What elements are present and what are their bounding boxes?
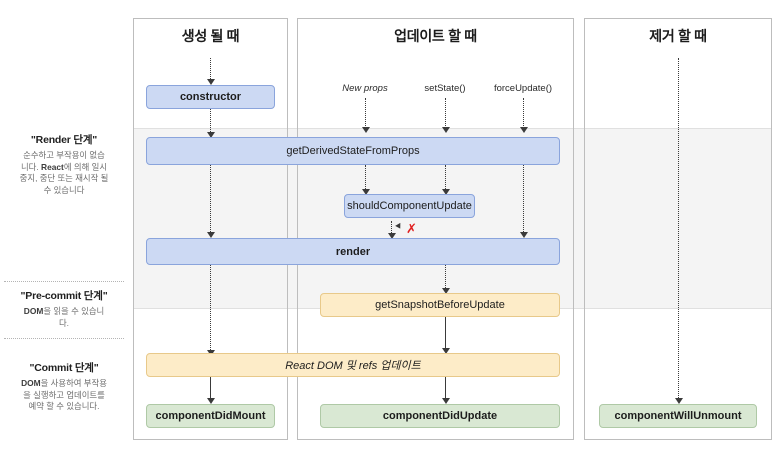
legend-divider-bottom (4, 338, 124, 339)
arrowhead-gdsfp-to-scu (361, 189, 370, 195)
connector-scu-to-render (391, 221, 392, 237)
connector-constructor-to-gdsfp (210, 109, 211, 134)
node-render[interactable]: render (146, 238, 560, 265)
node-should-component-update[interactable]: shouldComponentUpdate (344, 194, 475, 218)
node-constructor[interactable]: constructor (146, 85, 275, 109)
arrowhead-gdsfp-to-render (519, 232, 528, 238)
connector-force-update (523, 98, 524, 128)
node-component-will-unmount[interactable]: componentWillUnmount (599, 404, 757, 428)
arrowhead-commit-to-did-mount (206, 398, 215, 404)
arrowhead-scu-to-render (387, 233, 396, 239)
connector-gdsfp-to-render-col1 (210, 165, 211, 234)
node-get-snapshot-before-update[interactable]: getSnapshotBeforeUpdate (320, 293, 560, 317)
column-title-mounting: 생성 될 때 (181, 28, 240, 44)
connector-render-to-commit-col1 (210, 265, 211, 352)
column-title-unmounting: 제거 할 때 (649, 28, 707, 44)
connector-mount-top (210, 58, 211, 81)
column-title-updating: 업데이트 할 때 (394, 28, 477, 44)
legend-divider-top (4, 281, 124, 282)
reject-x-icon: ✗ (406, 221, 417, 236)
connector-commit-to-did-mount (210, 373, 211, 400)
node-component-did-update[interactable]: componentDidUpdate (320, 404, 560, 428)
connector-new-props (365, 98, 366, 128)
trigger-new-props: New props (342, 83, 388, 94)
arrowhead-gdsfp-to-render-col1 (206, 232, 215, 238)
connector-snapshot-to-dom (445, 317, 446, 350)
arrowhead-unmount (674, 398, 683, 404)
connector-gdsfp-to-render (523, 165, 524, 234)
column-panel-updating (297, 18, 574, 440)
arrowhead-constructor-to-gdsfp (206, 132, 215, 138)
trigger-force-update: forceUpdate() (493, 83, 553, 94)
node-get-derived-state-from-props[interactable]: getDerivedStateFromProps (146, 137, 560, 165)
column-panel-unmounting (584, 18, 772, 440)
arrowhead-set-state (441, 127, 450, 133)
arrowhead-snapshot-to-dom (441, 348, 450, 354)
connector-unmount (678, 58, 679, 400)
legend-commit-title: "Commit 단계" (29, 362, 99, 374)
column-panel-mounting (133, 18, 288, 440)
arrowhead-force-update (519, 127, 528, 133)
connector-gdsfp-mid (445, 165, 446, 191)
trigger-set-state: setState() (424, 83, 466, 94)
connector-render-to-snapshot (445, 265, 446, 290)
connector-set-state (445, 98, 446, 128)
arrowhead-dom-to-did-update (441, 398, 450, 404)
arrowhead-mount-top (206, 79, 215, 85)
arrowhead-new-props (361, 127, 370, 133)
arrowhead-gdsfp-mid (441, 189, 450, 195)
connector-dom-to-did-update (445, 377, 446, 400)
arrowhead-render-to-snapshot (441, 288, 450, 294)
node-component-did-mount[interactable]: componentDidMount (146, 404, 275, 428)
legend-precommit-title: "Pre-commit 단계" (20, 290, 108, 302)
node-react-dom-refs-update[interactable]: React DOM 및 refs 업데이트 (146, 353, 560, 377)
connector-gdsfp-to-scu (365, 165, 366, 191)
legend-render-title: "Render 단계" (30, 134, 98, 146)
